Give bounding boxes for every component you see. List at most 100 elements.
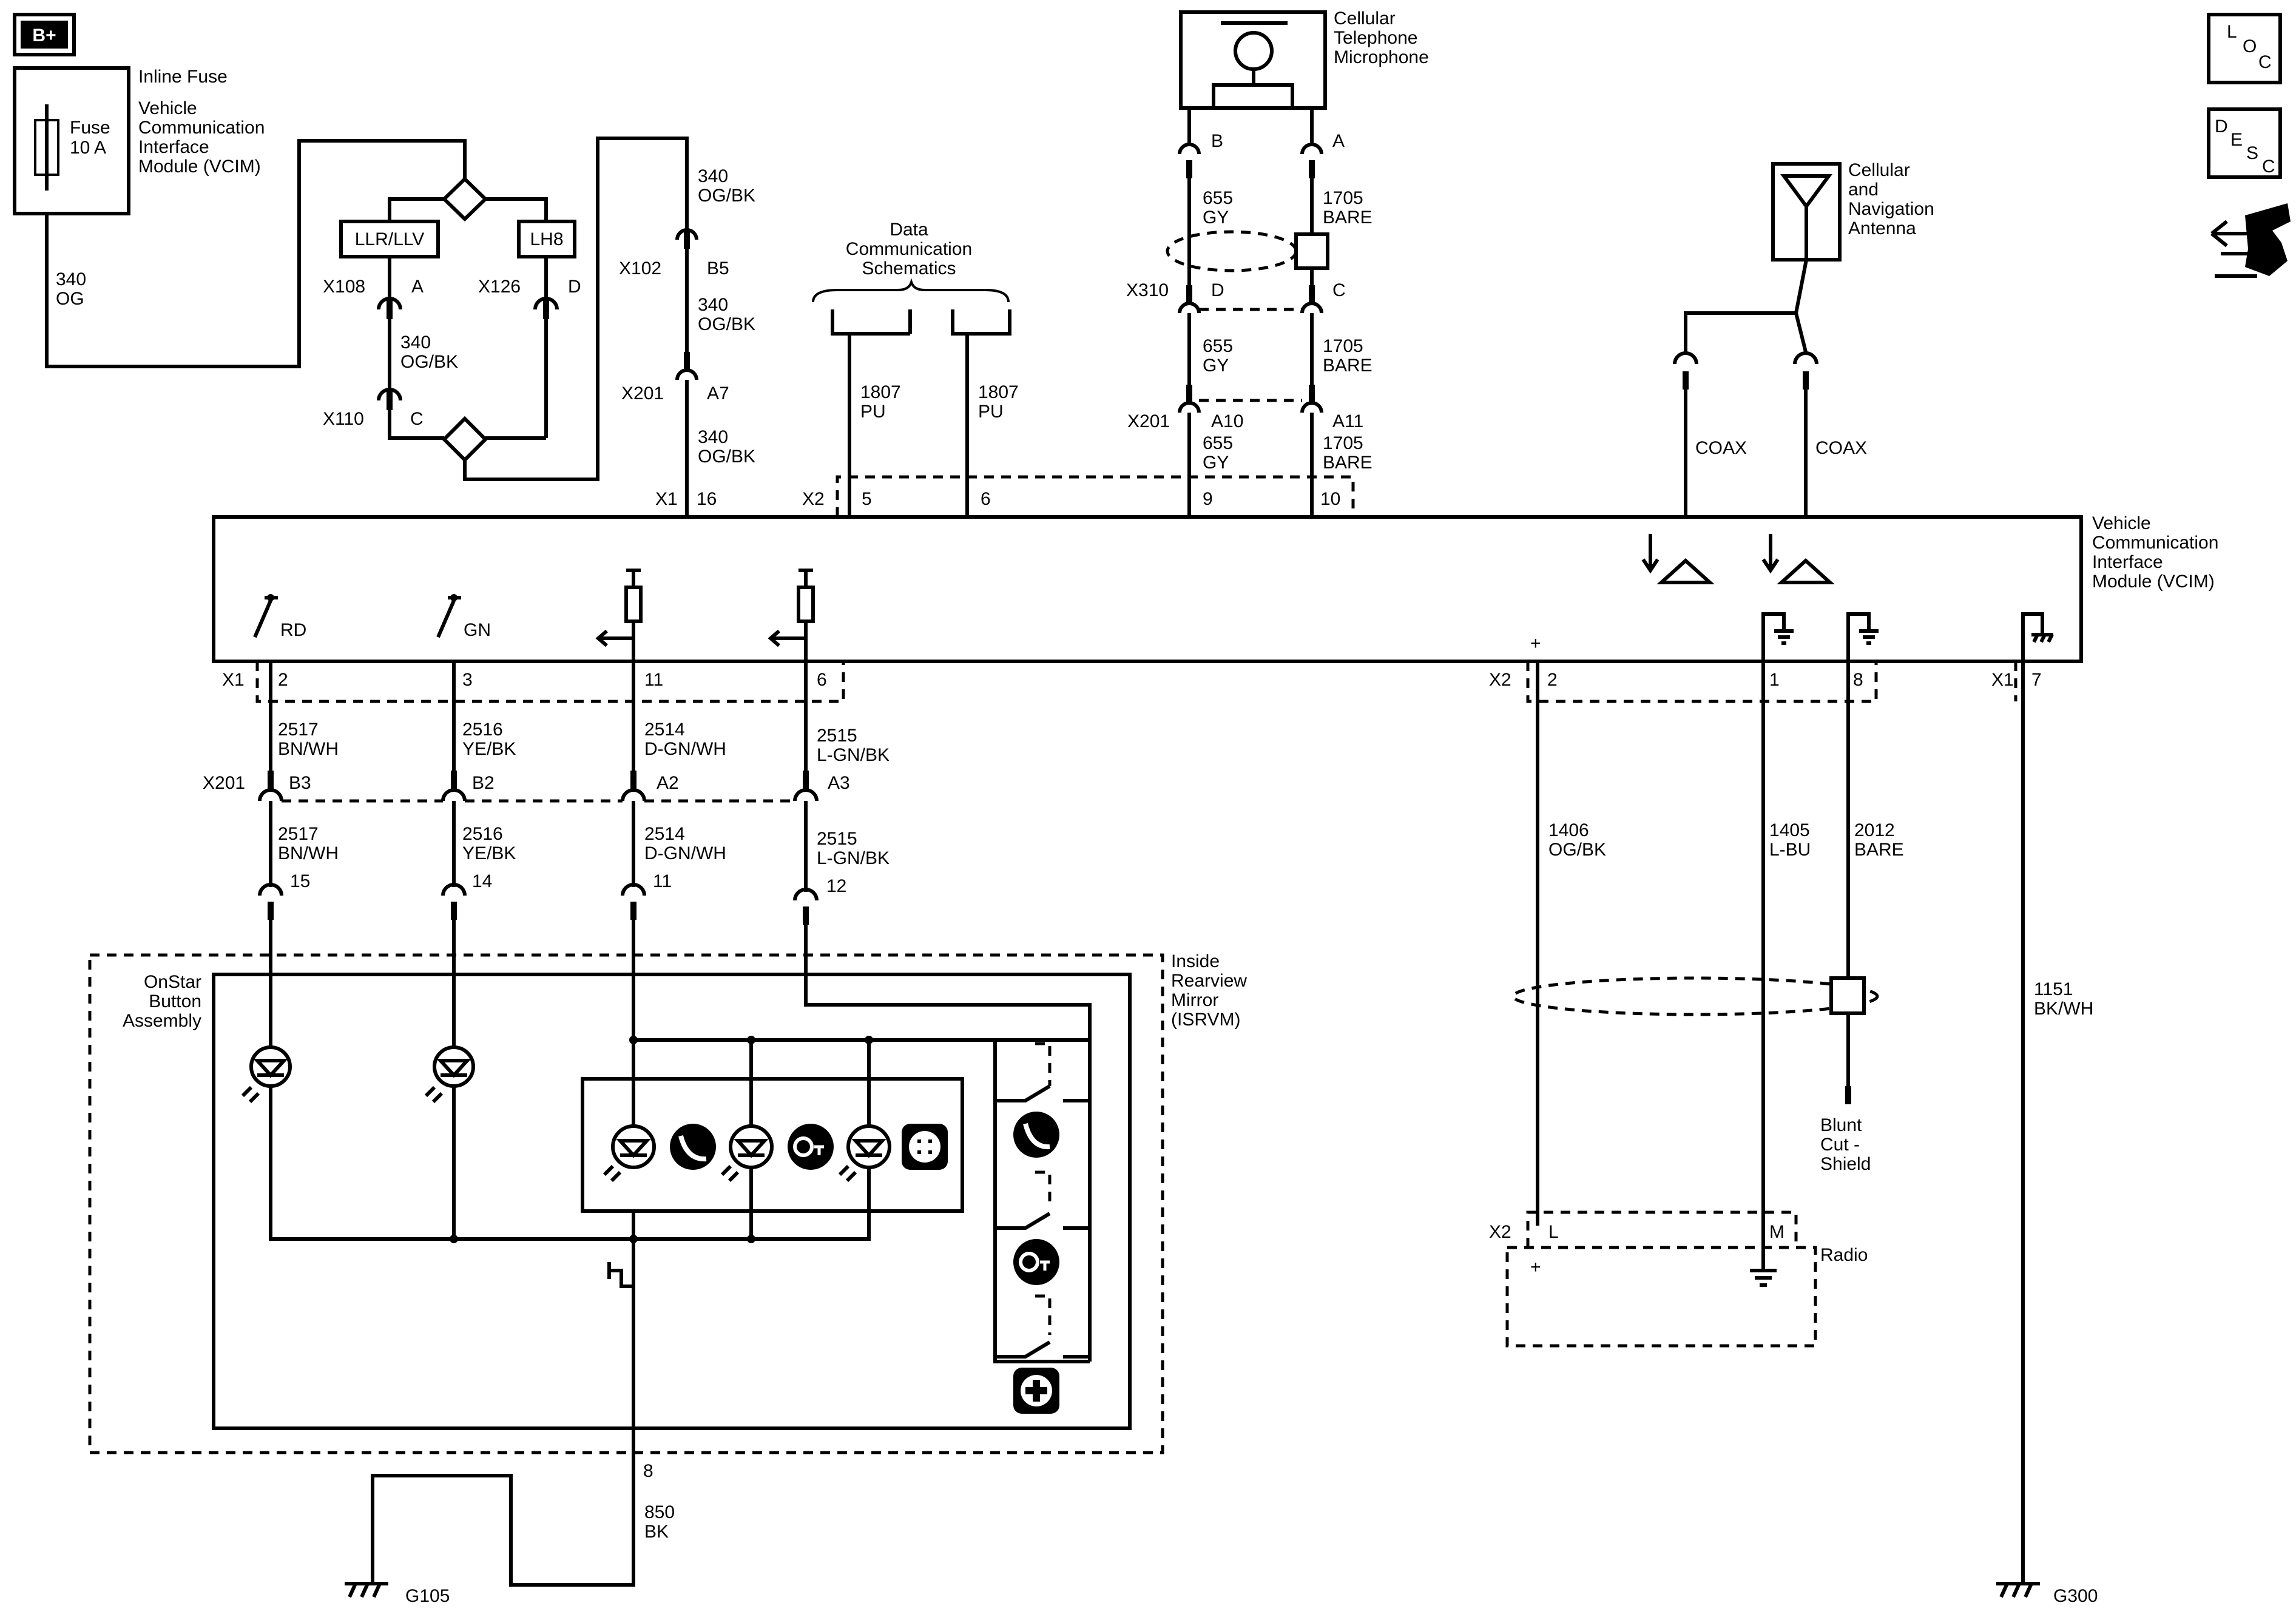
bplus-label: B+ bbox=[32, 25, 56, 46]
svg-text:655: 655 bbox=[1203, 336, 1233, 356]
svg-text:5: 5 bbox=[862, 489, 872, 509]
svg-text:A3: A3 bbox=[828, 773, 850, 793]
svg-text:2012: 2012 bbox=[1854, 820, 1895, 840]
svg-text:OnStar: OnStar bbox=[144, 972, 201, 992]
svg-text:3: 3 bbox=[462, 670, 473, 690]
svg-text:8: 8 bbox=[643, 1461, 653, 1481]
desc-d: D bbox=[2215, 116, 2228, 137]
svg-text:BARE: BARE bbox=[1323, 356, 1373, 376]
fuse-label-2: 10 A bbox=[70, 138, 106, 158]
label-x2-top: X2 bbox=[802, 489, 825, 509]
svg-text:M: M bbox=[1769, 1222, 1784, 1242]
svg-text:YE/BK: YE/BK bbox=[462, 843, 516, 863]
svg-text:2516: 2516 bbox=[462, 720, 503, 740]
svg-text:10: 10 bbox=[1320, 489, 1340, 509]
data-communication-bracket: Data Communication Schematics bbox=[812, 220, 1011, 336]
svg-text:2517: 2517 bbox=[278, 720, 319, 740]
svg-text:Module (VCIM): Module (VCIM) bbox=[2092, 572, 2215, 592]
svg-text:1: 1 bbox=[1769, 670, 1780, 690]
svg-text:11: 11 bbox=[653, 871, 672, 891]
radio-label: Radio bbox=[1820, 1245, 1868, 1265]
svg-text:OG/BK: OG/BK bbox=[698, 314, 755, 334]
svg-text:340: 340 bbox=[698, 427, 728, 447]
svg-text:12: 12 bbox=[826, 876, 846, 896]
label-x110: X110 bbox=[323, 409, 364, 429]
wire-340-og bbox=[45, 139, 467, 368]
vcim-switch-rd bbox=[253, 594, 278, 638]
svg-text:Communication: Communication bbox=[2092, 533, 2218, 553]
option-box-lh8: LH8 bbox=[517, 220, 576, 258]
svg-text:Button: Button bbox=[149, 991, 201, 1011]
label-x1-7-connector: X1 bbox=[1991, 670, 2014, 690]
svg-text:14: 14 bbox=[472, 871, 492, 891]
chassis-ground-g105 bbox=[345, 1582, 388, 1598]
svg-text:Cellular: Cellular bbox=[1334, 8, 1396, 29]
onstar-key-icon bbox=[788, 1124, 834, 1170]
label-x102: X102 bbox=[619, 258, 661, 279]
switch-phone-button bbox=[995, 1042, 1090, 1158]
svg-text:Shield: Shield bbox=[1820, 1154, 1871, 1174]
coax-receiver-1 bbox=[1641, 534, 1715, 584]
svg-text:LLR/LLV: LLR/LLV bbox=[355, 229, 425, 249]
svg-text:D: D bbox=[1211, 280, 1224, 300]
svg-text:Communication: Communication bbox=[138, 118, 265, 138]
svg-text:340: 340 bbox=[400, 333, 431, 353]
svg-text:L: L bbox=[1548, 1222, 1559, 1242]
svg-text:11: 11 bbox=[644, 670, 663, 690]
option-splice-top bbox=[388, 176, 548, 222]
svg-text:Mirror: Mirror bbox=[1171, 990, 1218, 1010]
svg-text:Microphone: Microphone bbox=[1334, 47, 1429, 67]
svg-text:Module (VCIM): Module (VCIM) bbox=[138, 157, 261, 177]
fuse-label-1: Fuse bbox=[70, 118, 110, 138]
svg-text:Cellular: Cellular bbox=[1848, 160, 1910, 180]
chassis-ground-x1-7 bbox=[2021, 612, 2054, 661]
fuse-title: Inline Fuse bbox=[138, 67, 228, 87]
desc-e: E bbox=[2230, 130, 2243, 150]
svg-text:Data: Data bbox=[890, 220, 928, 240]
inside-rearview-mirror-outline bbox=[88, 953, 1164, 1454]
svg-text:1405: 1405 bbox=[1769, 820, 1810, 840]
svg-text:GY: GY bbox=[1203, 208, 1229, 228]
option-box-llr-llv: LLR/LLV bbox=[339, 220, 440, 258]
loc-badge[interactable]: L O C bbox=[2207, 13, 2282, 84]
svg-text:1705: 1705 bbox=[1323, 188, 1363, 208]
svg-text:1705: 1705 bbox=[1323, 433, 1363, 453]
svg-text:340: 340 bbox=[698, 166, 728, 186]
shield-drain-box-bottom bbox=[1829, 976, 1866, 1015]
svg-text:Blunt: Blunt bbox=[1820, 1115, 1862, 1135]
svg-text:B3: B3 bbox=[289, 773, 311, 793]
label-x2-bottom: X2 bbox=[1489, 670, 1511, 690]
svg-text:340: 340 bbox=[698, 295, 728, 315]
label-x108: X108 bbox=[323, 277, 365, 297]
svg-text:BARE: BARE bbox=[1854, 840, 1904, 860]
svg-text:2: 2 bbox=[278, 670, 288, 690]
connector-navigation-icon[interactable] bbox=[2210, 203, 2291, 278]
vcim-switch-gn bbox=[436, 594, 461, 638]
svg-text:2515: 2515 bbox=[817, 829, 857, 849]
pullup-resistor-6 bbox=[768, 569, 815, 661]
svg-text:C: C bbox=[1332, 280, 1346, 300]
led-button-1 bbox=[603, 1124, 656, 1183]
svg-text:OG/BK: OG/BK bbox=[400, 352, 458, 372]
ground-x2-8 bbox=[1846, 612, 1879, 661]
label-a7: A7 bbox=[707, 383, 729, 403]
desc-s: S bbox=[2246, 143, 2258, 163]
svg-text:L-BU: L-BU bbox=[1769, 840, 1811, 860]
ground-x2-1 bbox=[1761, 612, 1794, 661]
desc-badge[interactable]: D E S C bbox=[2207, 107, 2282, 179]
svg-text:BK/WH: BK/WH bbox=[2034, 999, 2093, 1019]
label-b5: B5 bbox=[707, 258, 729, 279]
vcim-x2-2-plus: + bbox=[1530, 633, 1541, 653]
svg-text:Rearview: Rearview bbox=[1171, 971, 1247, 991]
inline-fuse-box: Fuse 10 A bbox=[13, 66, 130, 215]
svg-text:Communication: Communication bbox=[846, 239, 972, 259]
svg-text:Telephone: Telephone bbox=[1334, 28, 1417, 48]
svg-text:BN/WH: BN/WH bbox=[278, 843, 339, 863]
svg-text:D-GN/WH: D-GN/WH bbox=[644, 739, 726, 759]
label-coax-1: COAX bbox=[1695, 438, 1747, 458]
svg-text:Antenna: Antenna bbox=[1848, 218, 1916, 238]
svg-text:L-GN/BK: L-GN/BK bbox=[817, 848, 890, 868]
connector-x110-c bbox=[377, 388, 402, 401]
svg-text:B: B bbox=[1211, 131, 1223, 151]
svg-text:BARE: BARE bbox=[1323, 208, 1373, 228]
